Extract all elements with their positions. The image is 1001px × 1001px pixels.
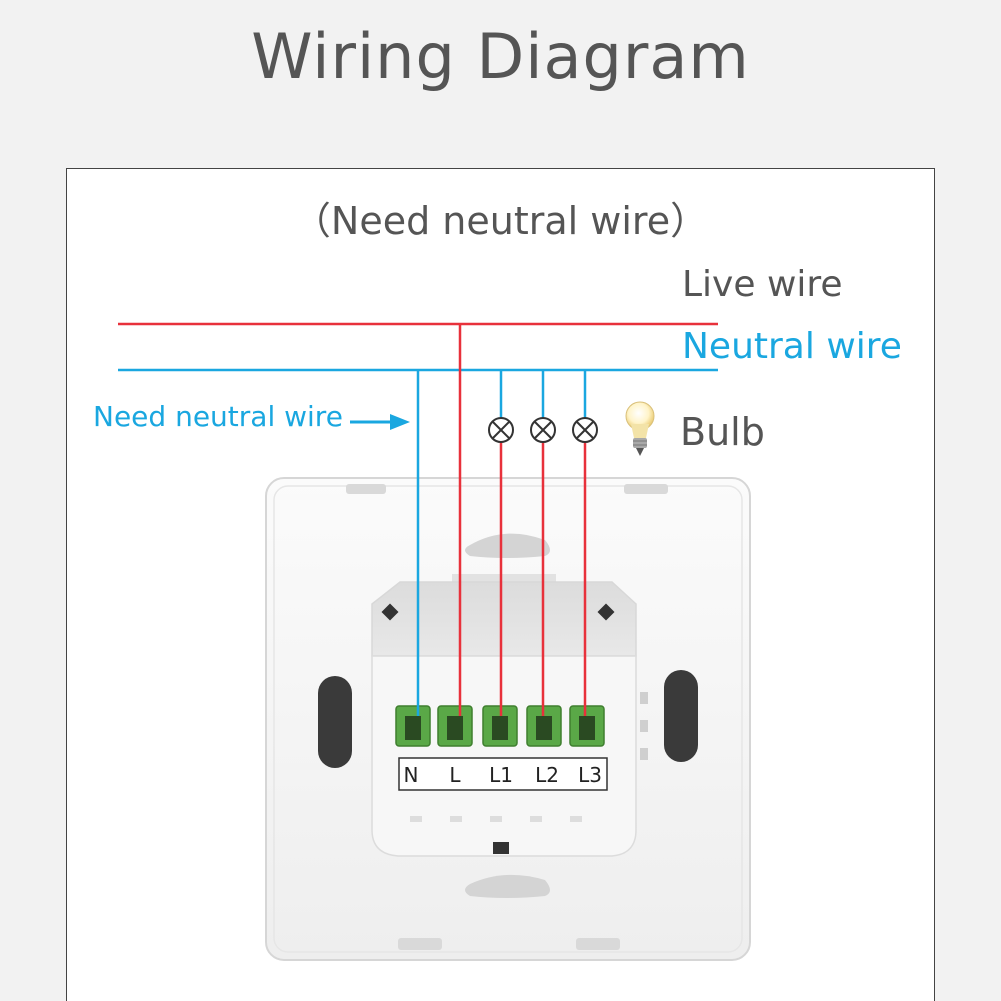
terminal-N <box>395 705 431 747</box>
screw-slot-top <box>465 533 550 558</box>
terminal-label-L: L <box>449 763 461 787</box>
lamp-symbol-icon <box>488 417 514 443</box>
wires <box>118 322 718 716</box>
terminal-label-L2: L2 <box>535 763 559 787</box>
neutral-wire-label: Neutral wire <box>682 326 902 367</box>
arrow-right-icon <box>350 414 410 430</box>
terminal-block: N L L1 L2 L3 <box>395 705 608 791</box>
terminal-L1 <box>482 705 518 747</box>
terminal-L3 <box>569 705 605 747</box>
lamp-symbol-icon <box>530 417 556 443</box>
terminal-label-L1: L1 <box>489 763 513 787</box>
terminal-label-N: N <box>404 763 419 787</box>
screw-slot-bottom <box>465 874 550 898</box>
side-slot-left <box>318 676 352 768</box>
bulb-icon <box>625 401 655 456</box>
terminal-label-box <box>398 757 608 791</box>
side-slot-right <box>664 670 698 762</box>
top-clip-right <box>624 484 668 494</box>
terminal-L <box>437 705 473 747</box>
bottom-clip-right <box>576 938 620 950</box>
live-wire-label: Live wire <box>682 264 843 305</box>
diagram-title: Wiring Diagram <box>251 20 750 93</box>
relay-module <box>371 574 637 857</box>
bottom-clip-left <box>398 938 442 950</box>
lamp-symbol-icon <box>572 417 598 443</box>
top-clip-left <box>346 484 386 494</box>
diagram-subtitle: （Need neutral wire） <box>292 199 709 243</box>
terminal-label-L3: L3 <box>578 763 602 787</box>
bulb-label: Bulb <box>680 410 765 454</box>
need-neutral-wire-label: Need neutral wire <box>93 400 343 433</box>
